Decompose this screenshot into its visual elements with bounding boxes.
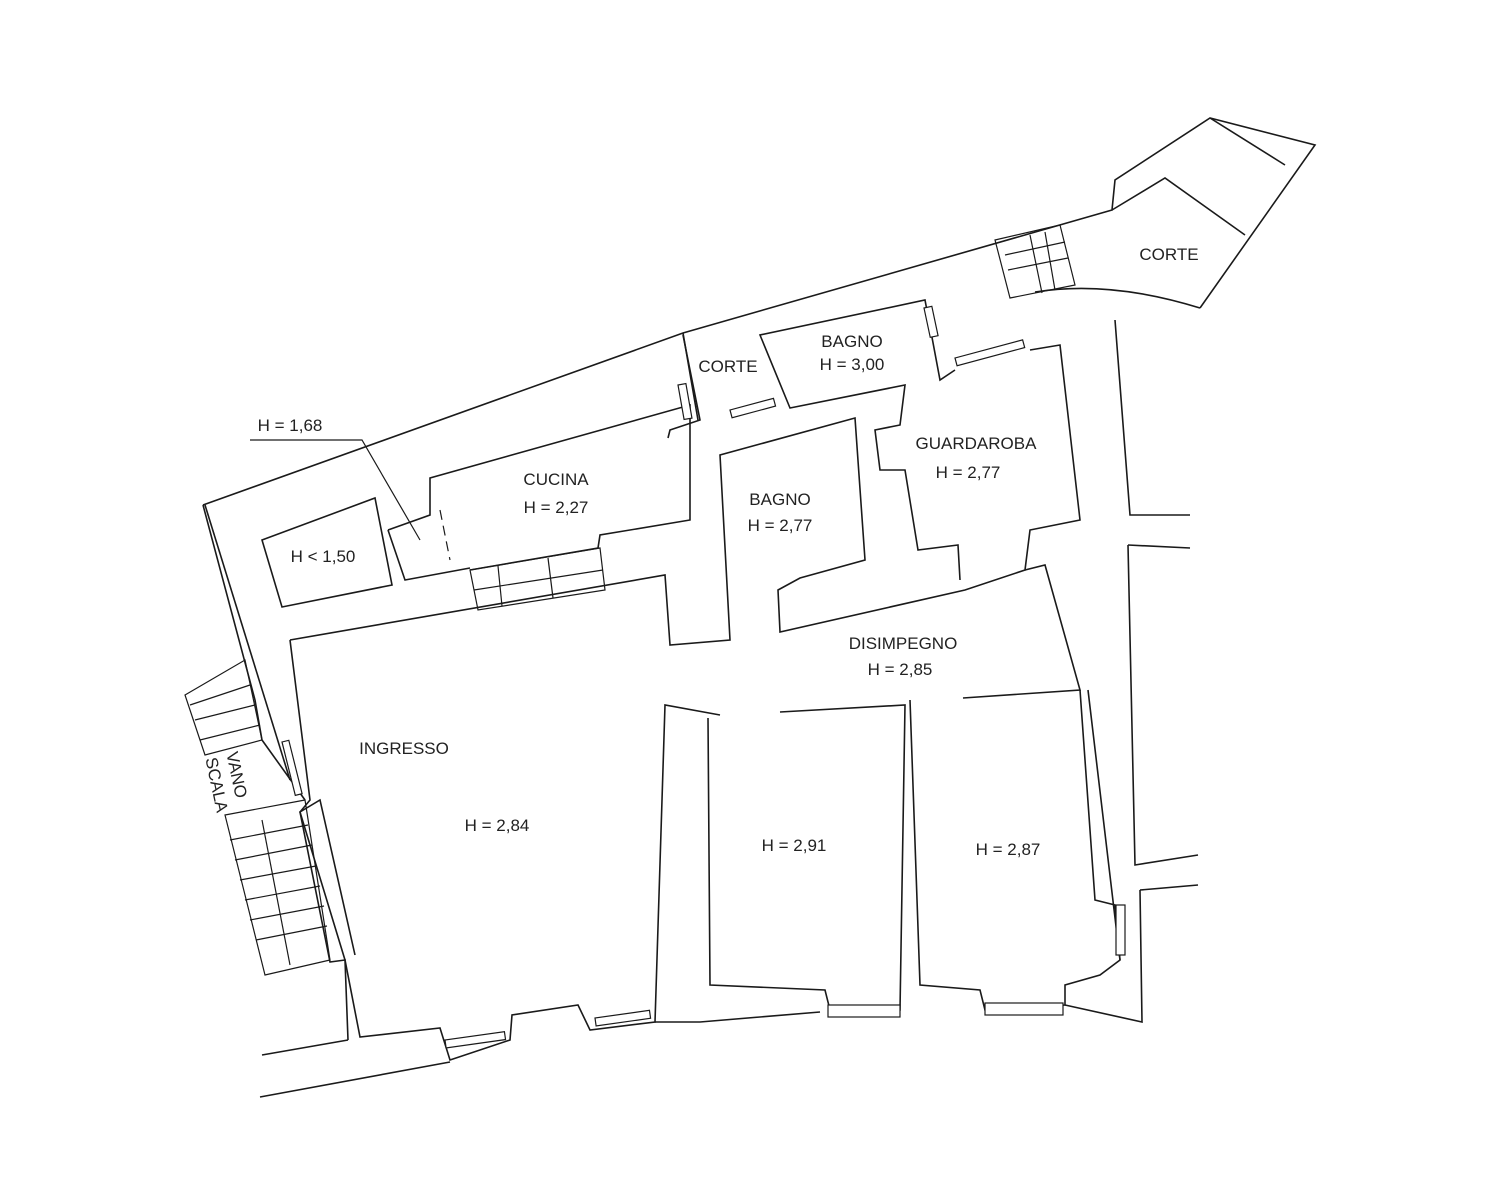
room-height-bedroom-1: H = 2,91 bbox=[761, 836, 827, 855]
room-walls bbox=[261, 299, 1199, 1062]
windows bbox=[281, 305, 1126, 1049]
room-height-disimpegno: H = 2,85 bbox=[867, 660, 933, 679]
room-label-cucina: CUCINA bbox=[523, 470, 589, 489]
room-height-ingresso: H = 2,84 bbox=[464, 816, 530, 835]
room-label-disimpegno: DISIMPEGNO bbox=[848, 634, 958, 653]
annotation-height: H = 1,68 bbox=[257, 416, 323, 435]
room-label-corte-east: CORTE bbox=[1139, 245, 1199, 264]
room-height-bagno: H = 2,77 bbox=[747, 516, 813, 535]
room-label-guardaroba: GUARDAROBA bbox=[915, 434, 1037, 453]
street-lines bbox=[259, 1039, 451, 1098]
room-height-cucina: H = 2,27 bbox=[523, 498, 589, 517]
room-label-ingresso: INGRESSO bbox=[359, 739, 449, 758]
room-label-corte-north: CORTE bbox=[698, 357, 758, 376]
room-label-bagno-north: BAGNO bbox=[821, 332, 883, 351]
room-height-guardaroba: H = 2,77 bbox=[935, 463, 1001, 482]
stairs bbox=[184, 224, 1076, 976]
room-height-bagno-north: H = 3,00 bbox=[819, 355, 885, 374]
room-height-storage: H < 1,50 bbox=[290, 547, 356, 566]
room-label-bagno: BAGNO bbox=[749, 490, 811, 509]
room-height-bedroom-2: H = 2,87 bbox=[975, 840, 1041, 859]
outer-walls bbox=[202, 117, 1317, 801]
annotation-leader bbox=[250, 439, 421, 541]
